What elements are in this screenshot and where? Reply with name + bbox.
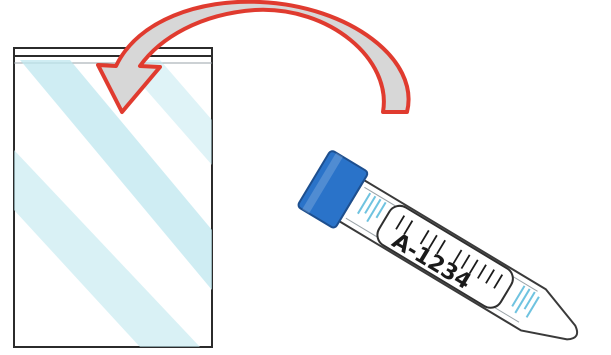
centrifuge-tube-icon: || ||| |||||| A-1234 (297, 150, 593, 355)
